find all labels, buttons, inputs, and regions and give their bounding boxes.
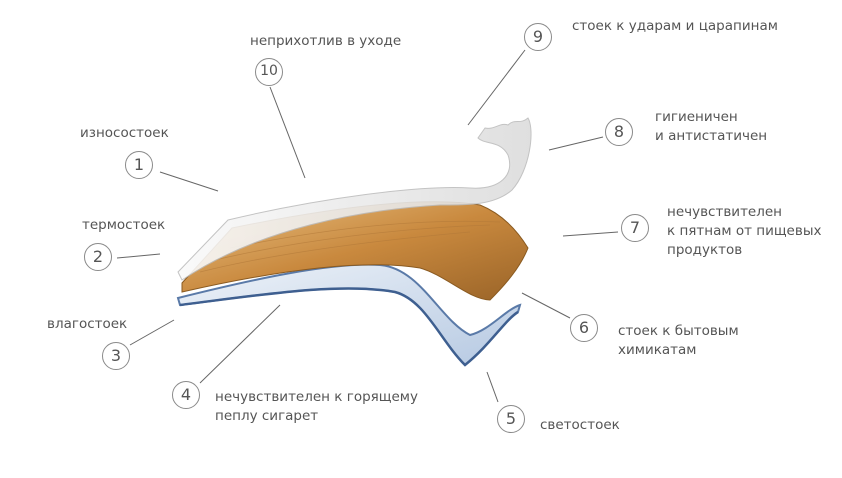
leader-6 xyxy=(521,292,571,319)
callout-label-4-line-1: нечувствителен к горящему xyxy=(215,389,418,405)
callout-number-1: 1 xyxy=(125,151,153,179)
leader-1 xyxy=(159,171,219,192)
callout-label-7-line-2: к пятнам от пищевых xyxy=(667,223,822,239)
callout-label-3: влагостоек xyxy=(47,316,128,332)
callout-label-1: износостоек xyxy=(80,125,169,141)
leader-8 xyxy=(548,136,604,151)
callout-label-8-line-2: и антистатичен xyxy=(655,128,768,144)
callout-number-2: 2 xyxy=(84,243,112,271)
callout-number-8: 8 xyxy=(605,118,633,146)
callout-number-6: 6 xyxy=(570,314,598,342)
callout-label-2: термостоек xyxy=(82,217,166,233)
callout-label-6-line-1: стоек к бытовым xyxy=(618,323,739,339)
protective-film xyxy=(177,117,532,281)
backing-edge xyxy=(179,287,519,367)
callout-label-9: стоек к ударам и царапинам xyxy=(572,18,778,34)
callout-label-6: стоек к бытовым химикатам xyxy=(618,322,739,360)
callout-label-7-line-1: нечувствителен xyxy=(667,204,783,220)
callout-label-7-line-3: продуктов xyxy=(667,242,743,258)
callout-number-3: 3 xyxy=(102,342,130,370)
callout-number-10: 10 xyxy=(255,58,283,86)
callout-number-4: 4 xyxy=(172,381,200,409)
callout-label-8: гигиеничен и антистатичен xyxy=(655,108,767,146)
callout-label-4: нечувствителен к горящему пеплу сигарет xyxy=(215,388,418,426)
callout-label-8-line-1: гигиеничен xyxy=(655,109,738,125)
callout-label-7: нечувствителен к пятнам от пищевых проду… xyxy=(667,203,821,260)
leader-7 xyxy=(562,231,619,237)
callout-label-6-line-2: химикатам xyxy=(618,342,697,358)
leader-2 xyxy=(116,253,161,259)
leader-10 xyxy=(269,86,306,179)
leader-4 xyxy=(199,304,281,384)
leader-5 xyxy=(486,371,499,403)
wood-grain xyxy=(199,220,501,273)
callout-label-4-line-2: пеплу сигарет xyxy=(215,408,319,424)
leader-3 xyxy=(129,319,175,346)
callout-label-5: светостоек xyxy=(540,417,620,433)
callout-number-9: 9 xyxy=(524,23,552,51)
callout-label-10: неприхотлив в уходе xyxy=(250,33,402,49)
callout-number-7: 7 xyxy=(621,214,649,242)
callout-number-5: 5 xyxy=(497,405,525,433)
leader-9 xyxy=(467,49,526,126)
